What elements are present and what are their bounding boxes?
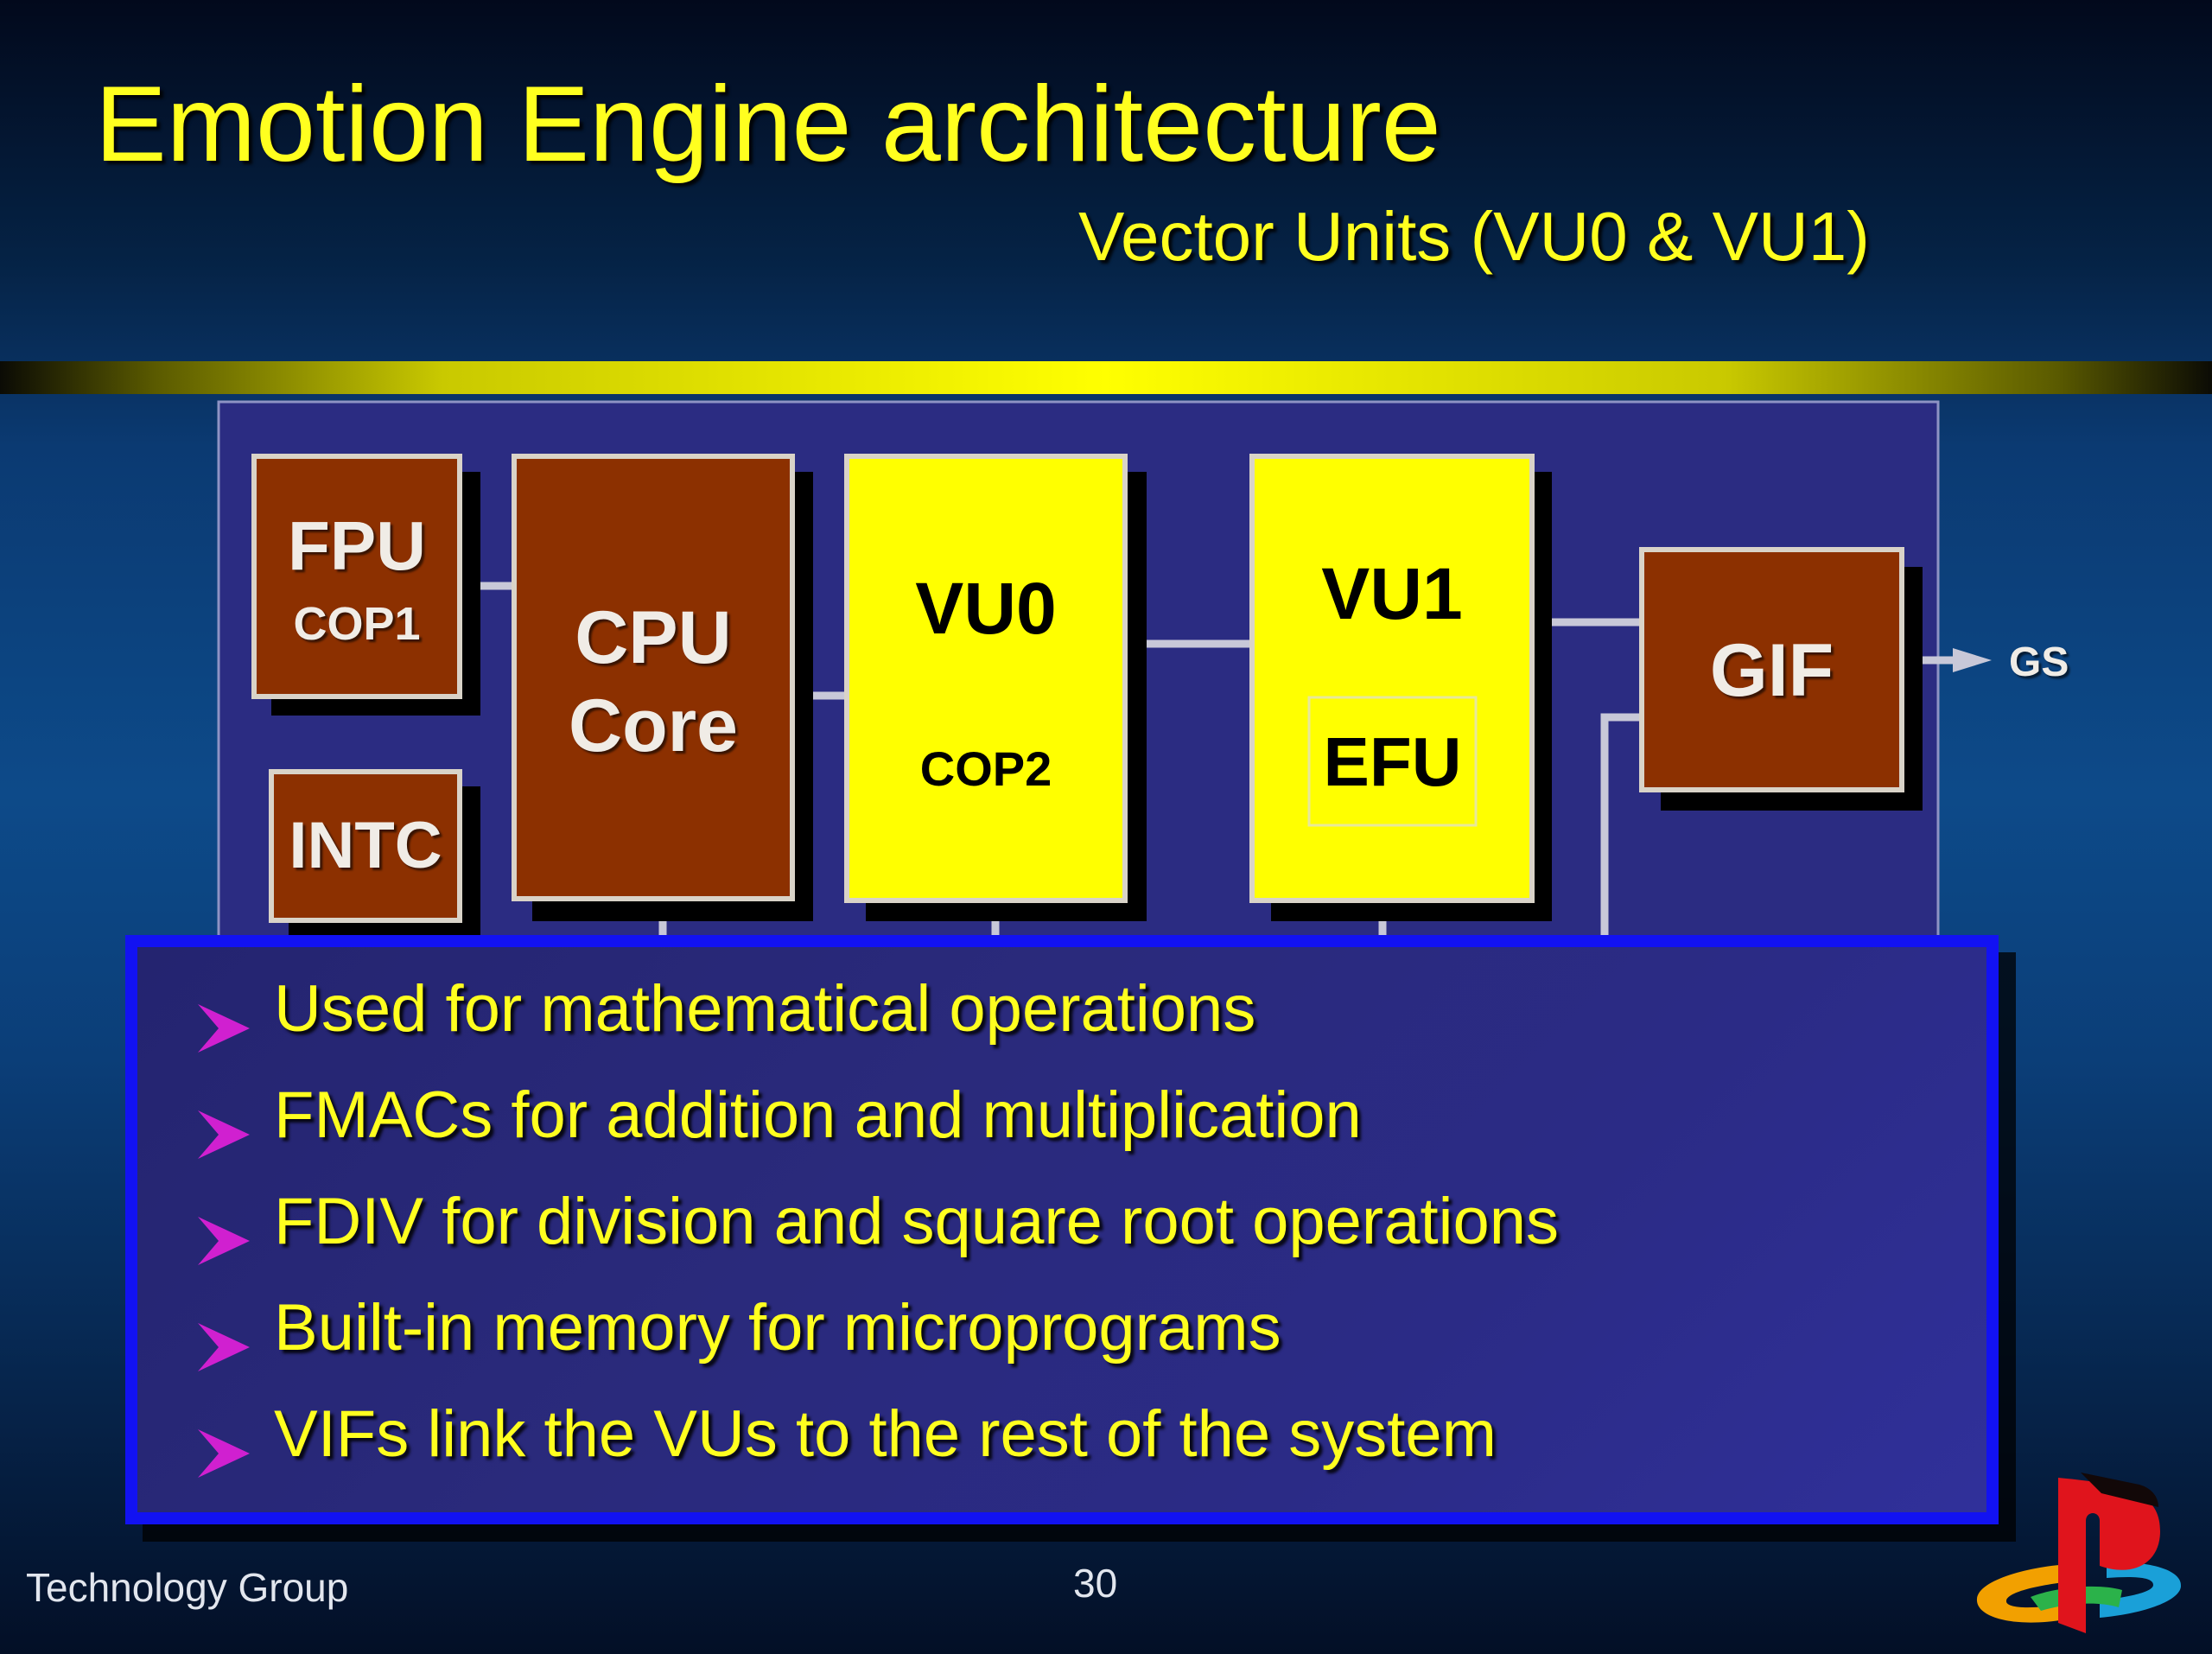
slide-subtitle: Vector Units (VU0 & VU1) — [1078, 198, 1870, 275]
intc-block — [269, 769, 462, 923]
vu0-block — [844, 454, 1128, 903]
arrow-bullet-icon — [198, 1429, 250, 1478]
bullet-text: Built-in memory for microprograms — [274, 1291, 1281, 1365]
gold-divider-bar — [0, 361, 2212, 394]
bus-gif-connector — [1600, 713, 1642, 938]
playstation-logo-icon — [1976, 1473, 2182, 1633]
vu1-label: VU1 — [1321, 553, 1463, 634]
efu-inner-box — [1307, 696, 1478, 827]
core-label: Core — [569, 684, 738, 767]
arrow-bullet-icon — [198, 1004, 250, 1053]
cpu-core-block — [512, 454, 795, 901]
gif-block — [1639, 547, 1904, 792]
vu0-label: VU0 — [915, 568, 1057, 649]
arrow-bullet-icon — [198, 1323, 250, 1371]
fpu-block — [251, 454, 462, 699]
bullet-text: VIFs link the VUs to the rest of the sys… — [274, 1397, 1497, 1471]
arrow-bullet-icon — [198, 1217, 250, 1265]
fpu-sublabel: COP1 — [293, 598, 421, 650]
slide-title: Emotion Engine architecture — [95, 65, 1441, 184]
intc-label: INTC — [289, 809, 442, 882]
cop2-label: COP2 — [919, 741, 1052, 796]
gs-output-label: GS — [2009, 639, 2069, 685]
bullet-text: Used for mathematical operations — [274, 972, 1256, 1046]
gs-arrow-head — [1953, 648, 1992, 672]
gif-label: GIF — [1709, 629, 1834, 712]
bullet-panel: Used for mathematical operations FMACs f… — [125, 935, 1999, 1524]
bullet-text: FMACs for addition and multiplication — [274, 1078, 1362, 1152]
arrow-bullet-icon — [198, 1110, 250, 1159]
vu1-block — [1249, 454, 1535, 903]
efu-label: EFU — [1323, 723, 1462, 800]
cpu-label: CPU — [575, 596, 732, 679]
bullet-text: FDIV for division and square root operat… — [274, 1185, 1560, 1258]
fpu-label: FPU — [288, 507, 426, 584]
footer-org-name: Technology Group — [26, 1565, 349, 1610]
page-number: 30 — [1073, 1561, 1118, 1606]
